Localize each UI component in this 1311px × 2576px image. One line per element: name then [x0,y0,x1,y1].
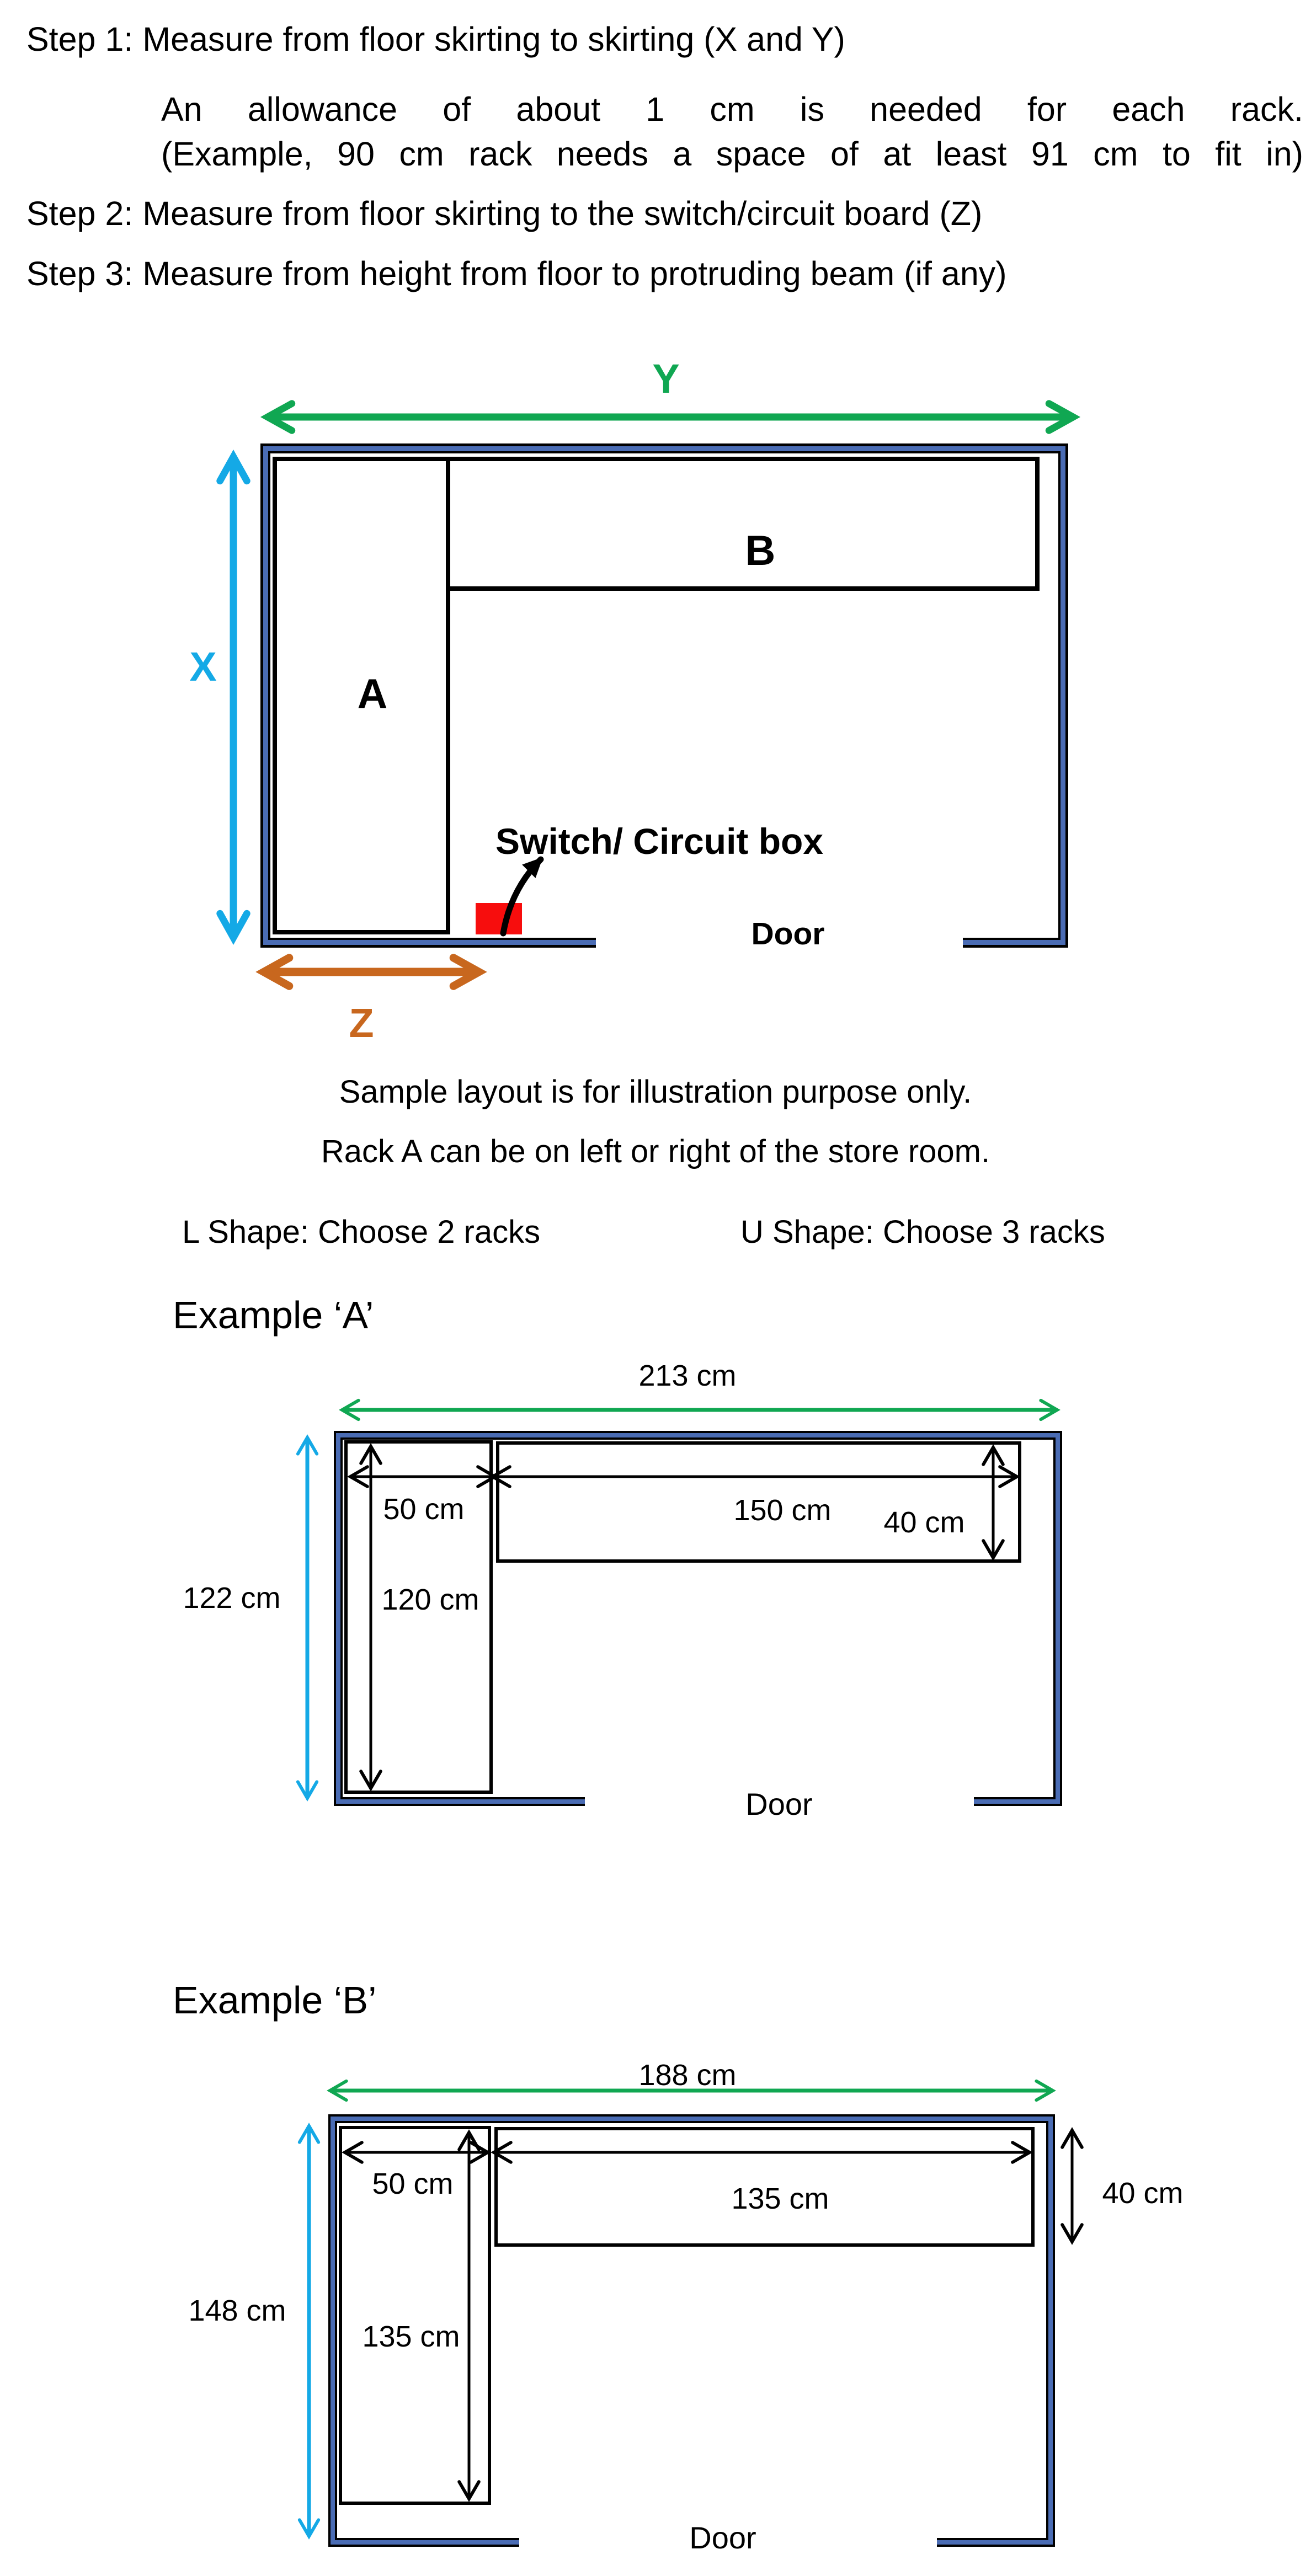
step3-text: Step 3: Measure from height from floor t… [26,255,1007,292]
example-a-depth-label: 122 cm [183,1581,280,1615]
rack-b [446,457,1040,591]
allowance-note-line2: (Example, 90 cm rack needs a space of at… [161,135,1303,173]
switch-box-label: Switch/ Circuit box [495,821,823,862]
example-a-rack-b-depth-label: 40 cm [883,1506,964,1539]
example-b-diagram: 188 cm 148 cm 50 cm 135 cm 40 cm 135 cm … [188,2059,1183,2555]
step1-text: Step 1: Measure from floor skirting to s… [26,20,845,58]
example-b-door-label: Door [689,2520,756,2555]
example-b-rack-b-depth-label: 40 cm [1102,2177,1183,2210]
switch-pointer-arrow [500,856,544,937]
example-b-rack-a-length-label: 135 cm [362,2320,460,2353]
allowance-note: An allowance of about 1 cm is needed for… [161,87,1303,176]
example-b-rack-a-width-label: 50 cm [372,2167,453,2200]
room1-door-opening [596,934,963,951]
illustration-caption: Sample layout is for illustration purpos… [339,1074,972,1110]
example-b-title: Example ‘B’ [173,1979,377,2022]
room1-door-label: Door [752,916,825,952]
y-arrow-label: Y [652,356,679,402]
example-b-rack-b-length-label: 135 cm [731,2182,829,2215]
rack-a-label: A [358,671,388,718]
allowance-note-line1: An allowance of about 1 cm is needed for… [161,90,1303,128]
rack-a [273,457,450,934]
room-a-door-opening [585,1793,974,1808]
z-arrow-label: Z [349,1000,374,1046]
step2-text: Step 2: Measure from floor skirting to t… [26,195,983,232]
rack-position-caption: Rack A can be on left or right of the st… [321,1134,990,1169]
switch-box [476,903,522,934]
example-a-rack-a-width-label: 50 cm [383,1493,464,1526]
u-shape-caption: U Shape: Choose 3 racks [740,1214,1105,1250]
rack-b-label: B [745,527,776,574]
l-shape-caption: L Shape: Choose 2 racks [182,1214,541,1250]
example-a-rack-b-length-label: 150 cm [733,1494,831,1527]
example-b-width-label: 188 cm [638,2059,736,2092]
example-a-rack-b [496,1441,1021,1563]
sample-layout-diagram: Y X Z A B Switch/ Circuit box Door [189,356,1081,1046]
example-a-door-label: Door [745,1787,812,1821]
example-a-title: Example ‘A’ [173,1294,374,1337]
example-a-diagram: 213 cm 122 cm 50 cm 150 cm 40 cm 120 cm … [183,1359,1062,1821]
example-b-depth-label: 148 cm [188,2294,286,2327]
example-a-width-label: 213 cm [638,1359,736,1392]
example-a-rack-a-length-label: 120 cm [381,1583,479,1616]
x-arrow-label: X [189,644,216,690]
room-b-door-opening [519,2531,937,2548]
